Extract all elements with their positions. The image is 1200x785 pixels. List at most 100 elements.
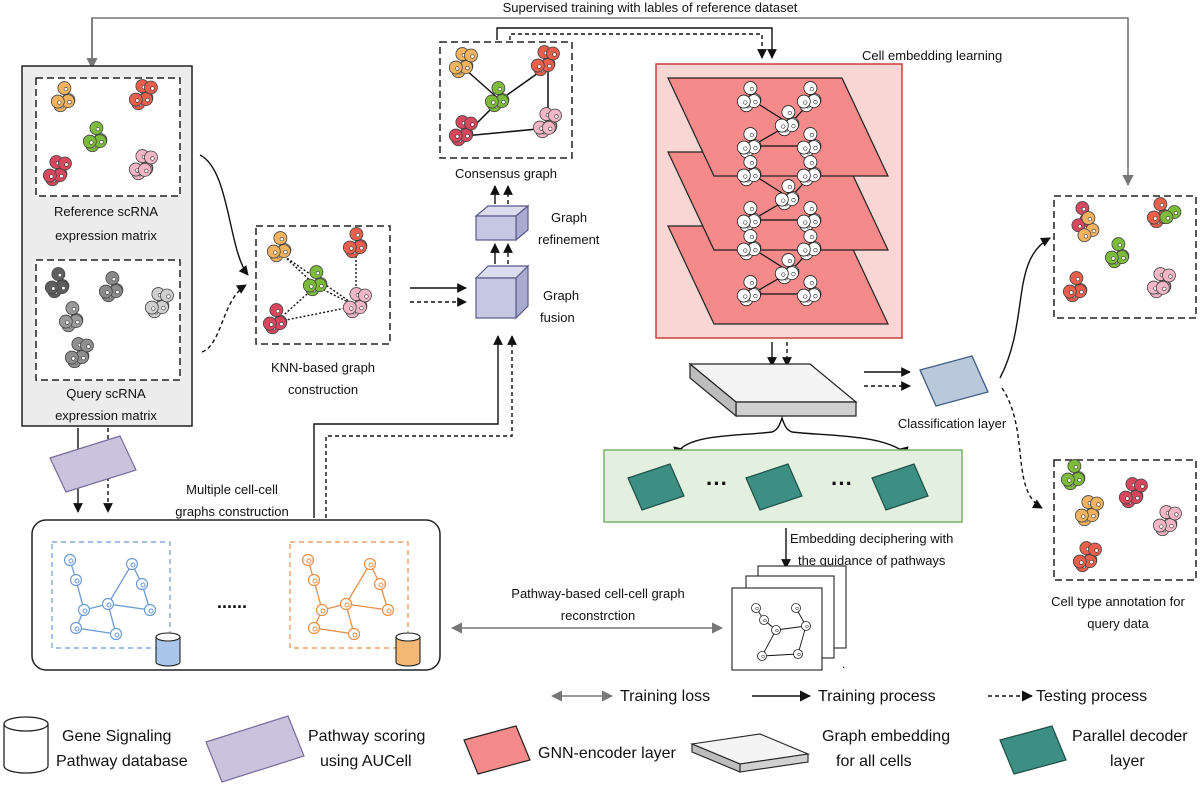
multiple-graphs-box (31, 519, 441, 671)
decoder-layer-1 (627, 463, 685, 511)
graph-edge (775, 625, 807, 631)
cell-nucleus (1081, 206, 1086, 212)
cell-nucleus (753, 220, 758, 225)
cell-nucleus (130, 562, 136, 568)
decoder-dots-1: ··· (706, 471, 728, 496)
cell-nucleus (809, 206, 814, 212)
cell-nucleus (809, 280, 814, 286)
pathway-scoring-shape (49, 435, 137, 493)
cell-nucleus (1089, 560, 1094, 565)
cell-nucleus (1069, 290, 1074, 295)
cell-nucleus (61, 286, 66, 291)
cell-nucleus (1162, 286, 1167, 291)
cell-nucleus (781, 124, 786, 129)
cell-nucleus (753, 146, 758, 151)
cell-nucleus (791, 272, 796, 277)
cell-nucleus (775, 628, 779, 633)
graphs-to-fusion-test-arrow (325, 335, 517, 518)
cell-nucleus (1173, 210, 1178, 216)
query-to-knn-arrow (201, 284, 247, 353)
cell-nucleus (552, 52, 557, 57)
cell-nucleus (548, 126, 553, 131)
cell-nucleus (1168, 274, 1173, 279)
cell-nucleus (813, 294, 818, 299)
cell-nucleus (319, 284, 324, 289)
refinement-label-1: Graph (551, 210, 587, 225)
cell-nucleus (743, 174, 748, 179)
cell-nucleus (755, 606, 759, 611)
cell-nucleus (145, 98, 150, 103)
consensus-graph-clusters (448, 45, 562, 147)
cell-nucleus (306, 558, 312, 564)
cell-nucleus (1153, 216, 1158, 221)
cell-nucleus (320, 608, 326, 614)
decoder-brace (677, 415, 905, 453)
legend-database-icon (3, 716, 49, 774)
cell-nucleus (386, 608, 392, 614)
cell-nucleus (349, 246, 354, 251)
cell-nucleus (275, 308, 280, 314)
cell-nucleus (65, 320, 70, 325)
graph-edge (107, 563, 133, 605)
cell-nucleus (803, 294, 808, 299)
cell-nucleus (465, 134, 470, 139)
cell-nucleus (809, 234, 814, 240)
cell-nucleus (795, 606, 799, 611)
cell-nucleus (787, 110, 792, 116)
cell-nucleus (809, 160, 814, 166)
cell-nucleus (813, 100, 818, 105)
graph-edge (465, 69, 501, 101)
legend-decoder-1: Parallel decoder (1072, 728, 1188, 745)
cell-nucleus (279, 322, 284, 327)
graph-edge (345, 563, 371, 605)
query-label-1: Query scRNA (66, 386, 146, 401)
legend-training-process: Training process (818, 688, 936, 705)
cell-nucleus (106, 602, 112, 608)
cell-nucleus (74, 626, 80, 632)
cell-nucleus (114, 632, 120, 638)
cell-nucleus (89, 140, 94, 145)
graphs-ellipsis: ...... (217, 592, 247, 612)
cell-nucleus (140, 582, 146, 588)
multiple-graphs-label-2: graphs construction (175, 504, 288, 519)
cell-nucleus (743, 294, 748, 299)
cell-nucleus (148, 608, 154, 614)
cell-nucleus (144, 168, 149, 173)
cell-nucleus (273, 250, 278, 255)
graph-fusion-cube (474, 264, 530, 320)
decoder-dots-2: ··· (831, 471, 853, 496)
graph-edge (75, 627, 117, 635)
cell-nucleus (813, 220, 818, 225)
cell-nucleus (359, 246, 364, 251)
cell-nucleus (537, 64, 542, 69)
cell-nucleus (64, 162, 69, 167)
cell-nucleus (1079, 290, 1084, 295)
cell-nucleus (809, 86, 814, 92)
cell-nucleus (355, 232, 360, 238)
cell-nucleus (99, 140, 104, 145)
classification-layer-label: Classification layer (898, 416, 1007, 431)
cell-nucleus (743, 100, 748, 105)
cell-nucleus (1073, 464, 1078, 470)
legend-decoder-2: layer (1110, 753, 1145, 770)
cell-nucleus (68, 558, 74, 564)
graph-edge (275, 305, 357, 323)
cell-nucleus (75, 320, 80, 325)
legend-embedding-1: Graph embedding (822, 728, 950, 745)
cell-nucleus (86, 344, 91, 349)
fusion-label-2: fusion (540, 310, 575, 325)
cell-nucleus (805, 624, 809, 629)
cell-nucleus (743, 220, 748, 225)
cell-nucleus (59, 174, 64, 179)
legend-gnn: GNN-encoder layer (538, 745, 677, 762)
cell-nucleus (312, 626, 318, 632)
classification-layer-shape (919, 355, 989, 407)
reference-label-1: Reference scRNA (54, 204, 158, 219)
orange-pathway-graph-box (289, 541, 409, 649)
cell-nucleus (803, 220, 808, 225)
cell-nucleus (1159, 524, 1164, 529)
database-icon-blue (155, 632, 181, 667)
refinement-label-2: refinement (538, 232, 600, 247)
gnn-layer-graphs (736, 81, 822, 307)
cell-nucleus (1067, 478, 1072, 483)
